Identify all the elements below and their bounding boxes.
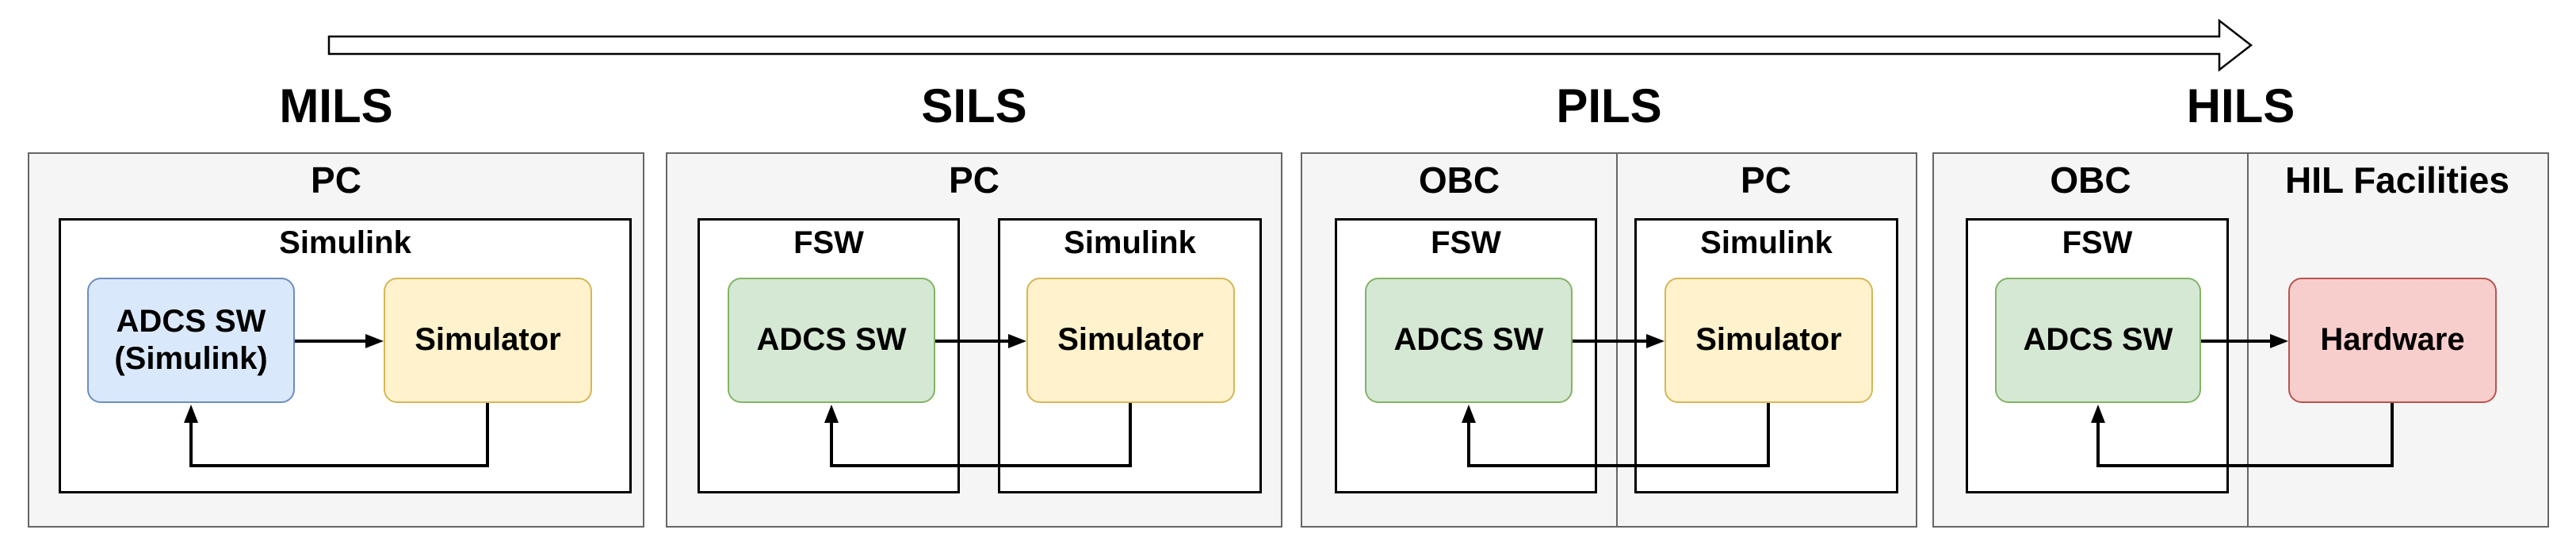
inner-box-label: Simulink xyxy=(1064,225,1196,260)
section-title-mils: MILS xyxy=(279,79,393,132)
node-simulator: Simulator xyxy=(1664,278,1873,403)
section-hils: HILS OBC HIL Facilities FSW ADCS SW Hard… xyxy=(1932,0,2549,545)
inner-box-label: Simulink xyxy=(279,225,411,260)
platform-box-mils: PC Simulink ADCS SW (Simulink) Simulator xyxy=(28,152,644,528)
inner-box-label: FSW xyxy=(1431,225,1501,260)
progression-arrow xyxy=(327,18,2253,72)
hollow-right-arrow-icon xyxy=(327,18,2253,72)
node-hardware: Hardware xyxy=(2288,278,2497,403)
cell-divider xyxy=(2247,154,2249,526)
node-simulator: Simulator xyxy=(1026,278,1235,403)
node-simulator: Simulator xyxy=(384,278,592,403)
node-adcs-sw: ADCS SW xyxy=(1365,278,1573,403)
cell-label-obc: OBC xyxy=(1418,159,1500,201)
node-adcs-sw: ADCS SW xyxy=(1995,278,2201,403)
cell-label-pc: PC xyxy=(311,159,361,201)
platform-box-hils: OBC HIL Facilities FSW ADCS SW Hardware xyxy=(1932,152,2549,528)
inner-box-label: FSW xyxy=(2062,225,2133,260)
flow-arrowhead-icon xyxy=(2270,334,2288,348)
section-title-hils: HILS xyxy=(2186,79,2295,132)
platform-box-sils: PC FSW Simulink ADCS SW Simulator xyxy=(666,152,1282,528)
section-title-sils: SILS xyxy=(921,79,1027,132)
section-title-pils: PILS xyxy=(1556,79,1662,132)
section-mils: MILS PC Simulink ADCS SW (Simulink) Simu… xyxy=(28,0,644,545)
inner-box-label: FSW xyxy=(793,225,864,260)
cell-label-obc: OBC xyxy=(2050,159,2131,201)
inner-box-label: Simulink xyxy=(1700,225,1833,260)
cell-label-pc: PC xyxy=(949,159,999,201)
section-pils: PILS OBC PC FSW Simulink ADCS SW Simulat… xyxy=(1301,0,1917,545)
cell-divider xyxy=(1616,154,1618,526)
section-sils: SILS PC FSW Simulink ADCS SW Simulator xyxy=(666,0,1282,545)
cell-label-pc: PC xyxy=(1741,159,1791,201)
platform-box-pils: OBC PC FSW Simulink ADCS SW Simulator xyxy=(1301,152,1917,528)
node-adcs-sw-simulink: ADCS SW (Simulink) xyxy=(87,278,295,403)
node-adcs-sw: ADCS SW xyxy=(728,278,935,403)
cell-label-hil-facilities: HIL Facilities xyxy=(2285,159,2509,201)
